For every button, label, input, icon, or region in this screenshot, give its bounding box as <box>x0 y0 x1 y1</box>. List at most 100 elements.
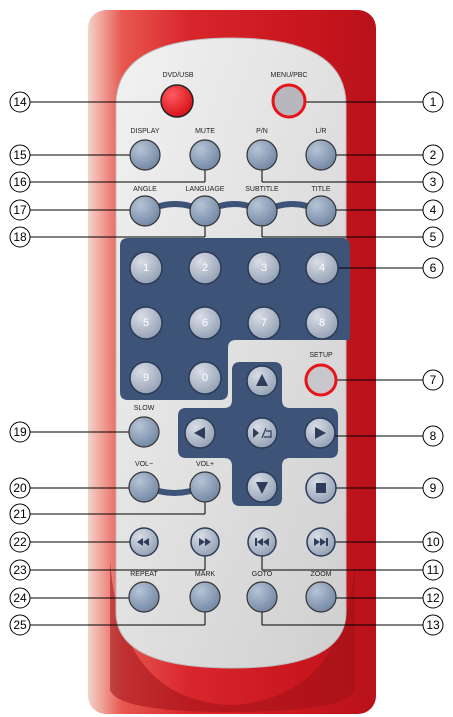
digit-5-key[interactable] <box>129 306 163 340</box>
callout-20 <box>9 477 31 499</box>
enter-glyph <box>261 427 272 439</box>
numeric-keypad-panel <box>120 238 350 400</box>
subtitle-button[interactable] <box>246 195 278 227</box>
callout-6-number: 6 <box>430 261 437 275</box>
angle-button[interactable] <box>129 195 161 227</box>
digit-6-label: 6 <box>202 317 208 329</box>
digit-4-label: 4 <box>319 262 325 274</box>
title-label: TITLE <box>311 186 330 193</box>
zoom-button[interactable] <box>305 581 337 613</box>
mute-button[interactable] <box>189 139 221 171</box>
digit-0-key[interactable] <box>188 361 222 395</box>
callout-15-number: 15 <box>13 148 27 162</box>
callout-3 <box>422 171 444 193</box>
remote-face <box>115 37 347 669</box>
repeat-button[interactable] <box>128 581 160 613</box>
previous-track-icon <box>255 538 269 546</box>
angle-language-connector <box>143 201 324 216</box>
slow-button[interactable] <box>128 416 160 448</box>
callout-7-number: 7 <box>430 373 437 387</box>
callout-25 <box>9 614 31 636</box>
callout-22-number: 22 <box>13 535 27 549</box>
digit-8-label: 8 <box>319 317 325 329</box>
mark-label: MARK <box>195 571 216 578</box>
language-label: LANGUAGE <box>186 186 225 193</box>
callout-14-number: 14 <box>13 95 27 109</box>
digit-1-key[interactable] <box>129 251 163 285</box>
callout-21-number: 21 <box>13 507 27 521</box>
zoom-label: ZOOM <box>311 571 332 578</box>
digit-0-label: 0 <box>202 372 208 384</box>
mark-button[interactable] <box>189 581 221 613</box>
digit-5-label: 5 <box>143 317 149 329</box>
callout-5 <box>422 226 444 248</box>
dvd-usb-label: DVD/USB <box>162 72 193 79</box>
setup-button[interactable] <box>304 363 338 397</box>
callout-15 <box>9 144 31 166</box>
vol-plus-button[interactable] <box>189 471 221 503</box>
callout-2-number: 2 <box>430 148 437 162</box>
callout-2 <box>422 144 444 166</box>
fast-forward-icon <box>199 538 211 546</box>
callout-14 <box>9 91 31 113</box>
digit-4-key[interactable] <box>305 251 339 285</box>
vol-minus-button[interactable] <box>128 471 160 503</box>
digit-7-key[interactable] <box>247 306 281 340</box>
callout-6 <box>422 257 444 279</box>
callout-13-number: 13 <box>426 618 440 632</box>
left-callouts: 14 15 16 17 18 19 20 21 22 23 24 25 <box>9 91 31 636</box>
digit-6-key[interactable] <box>188 306 222 340</box>
digit-9-label: 9 <box>143 372 149 384</box>
pn-button[interactable] <box>246 139 278 171</box>
lr-button[interactable] <box>305 139 337 171</box>
display-label: DISPLAY <box>130 128 159 135</box>
callout-17 <box>9 199 31 221</box>
callout-4-number: 4 <box>430 203 437 217</box>
digit-2-key[interactable] <box>188 251 222 285</box>
digit-8-key[interactable] <box>305 306 339 340</box>
subtitle-label: SUBTITLE <box>245 186 279 193</box>
arrow-right-icon <box>315 427 326 439</box>
menu-pbc-label: MENU/PBC <box>271 72 308 79</box>
callout-8-number: 8 <box>430 429 437 443</box>
menu-pbc-button[interactable] <box>271 83 307 119</box>
callout-8 <box>422 425 444 447</box>
display-button[interactable] <box>129 139 161 171</box>
callout-11-number: 11 <box>427 563 440 577</box>
callout-22 <box>9 531 31 553</box>
left-leader-lines <box>28 101 206 626</box>
callout-12 <box>422 587 444 609</box>
callout-1-number: 1 <box>430 95 437 109</box>
callout-3-number: 3 <box>430 175 437 189</box>
callout-16-number: 16 <box>13 175 27 189</box>
callout-19-number: 19 <box>13 425 27 439</box>
mute-label: MUTE <box>195 128 215 135</box>
callout-24 <box>9 587 31 609</box>
enter-button[interactable] <box>246 417 278 449</box>
vol-minus-label: VOL− <box>135 461 153 468</box>
digit-7-label: 7 <box>261 317 267 329</box>
callout-11 <box>422 559 444 581</box>
play-enter-icon <box>253 428 259 438</box>
stop-icon <box>316 483 326 493</box>
title-button[interactable] <box>305 195 337 227</box>
callout-1 <box>422 91 444 113</box>
setup-label: SETUP <box>309 352 333 359</box>
callout-25-number: 25 <box>13 618 27 632</box>
pn-label: P/N <box>256 128 268 135</box>
callout-20-number: 20 <box>13 481 27 495</box>
goto-button[interactable] <box>246 581 278 613</box>
language-button[interactable] <box>189 195 221 227</box>
digit-keys: 1 2 3 4 5 6 7 8 9 0 <box>129 251 339 395</box>
digit-9-key[interactable] <box>129 361 163 395</box>
callout-7 <box>422 369 444 391</box>
dvd-usb-button[interactable] <box>160 84 194 118</box>
digit-2-label: 2 <box>202 262 208 274</box>
slow-label: SLOW <box>134 405 155 412</box>
remote-bottom-shadow <box>110 560 355 712</box>
rewind-icon <box>137 538 149 546</box>
digit-3-key[interactable] <box>247 251 281 285</box>
callout-23 <box>9 559 31 581</box>
lr-label: L/R <box>316 128 327 135</box>
